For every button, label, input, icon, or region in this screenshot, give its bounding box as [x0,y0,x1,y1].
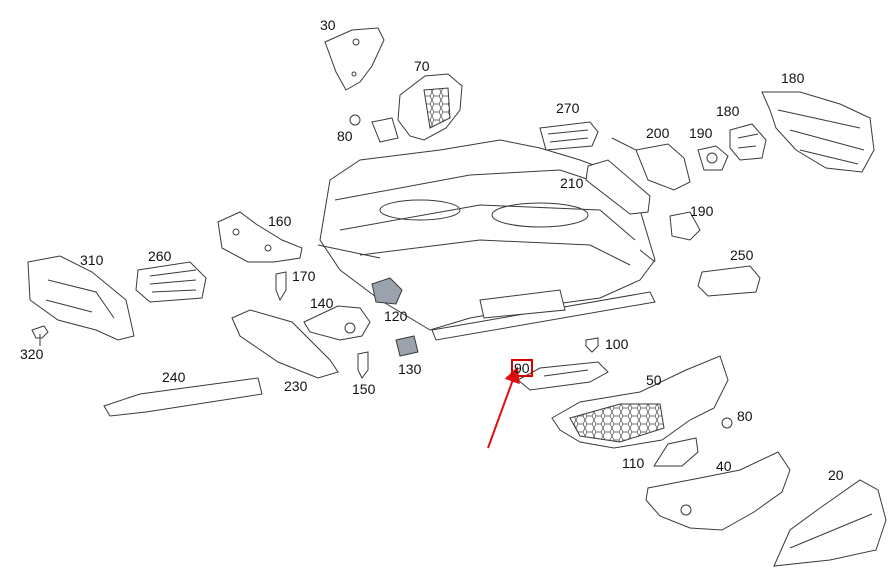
part-180-rail-b[interactable] [761,91,875,173]
part-250-module[interactable] [697,265,761,297]
label-260[interactable]: 260 [148,248,172,264]
part-190-connector-b[interactable] [669,211,701,241]
part-110-cover[interactable] [653,437,699,467]
label-150[interactable]: 150 [352,381,376,397]
label-190-top[interactable]: 190 [689,125,713,141]
callout-arrow [487,366,520,449]
part-130-clip[interactable] [395,335,419,357]
part-100-screw[interactable] [585,337,599,353]
part-40-trim-panel[interactable] [645,451,791,531]
label-170[interactable]: 170 [292,268,316,284]
label-180-mid[interactable]: 180 [716,103,740,119]
part-320-bolt[interactable] [31,325,49,346]
label-70[interactable]: 70 [414,58,430,74]
part-210-cover[interactable] [585,159,651,215]
label-230[interactable]: 230 [284,378,308,394]
label-120[interactable]: 120 [384,308,408,324]
part-270-bracket[interactable] [539,121,599,151]
part-170-screw[interactable] [275,271,287,302]
label-210[interactable]: 210 [560,175,584,191]
part-20-cushion-panel[interactable] [773,479,887,567]
part-200-motor[interactable] [635,143,691,191]
part-80-nut-bottom[interactable] [721,417,733,429]
label-30[interactable]: 30 [320,17,336,33]
label-40[interactable]: 40 [716,458,732,474]
label-270[interactable]: 270 [556,100,580,116]
part-310-trim-panel[interactable] [27,255,135,341]
part-90-trim-strip[interactable] [517,361,609,391]
label-50[interactable]: 50 [646,372,662,388]
label-190-bottom[interactable]: 190 [690,203,714,219]
label-310[interactable]: 310 [80,252,104,268]
label-20[interactable]: 20 [828,467,844,483]
label-110[interactable]: 110 [622,455,645,471]
label-240[interactable]: 240 [162,369,186,385]
label-140[interactable]: 140 [310,295,334,311]
label-90-highlighted[interactable]: 90 [511,359,533,377]
part-80-nut-top[interactable] [349,114,361,126]
label-130[interactable]: 130 [398,361,422,377]
label-320[interactable]: 320 [20,346,44,362]
part-30-side-cover[interactable] [324,27,385,91]
part-120-clip[interactable] [371,277,403,305]
part-150-screw[interactable] [357,351,369,379]
label-100[interactable]: 100 [605,336,629,352]
part-190-connector-a[interactable] [697,145,729,171]
label-200[interactable]: 200 [646,125,670,141]
part-140-bracket[interactable] [303,305,371,341]
part-180-bracket-a[interactable] [729,123,767,161]
part-240-trim-strip[interactable] [103,377,263,417]
part-230-cover[interactable] [231,309,339,379]
part-160-side-bracket[interactable] [217,211,303,263]
label-80-bottom[interactable]: 80 [737,408,753,424]
label-180-top[interactable]: 180 [781,70,805,86]
label-80-top[interactable]: 80 [337,128,353,144]
label-160[interactable]: 160 [268,213,292,229]
label-250[interactable]: 250 [730,247,754,263]
